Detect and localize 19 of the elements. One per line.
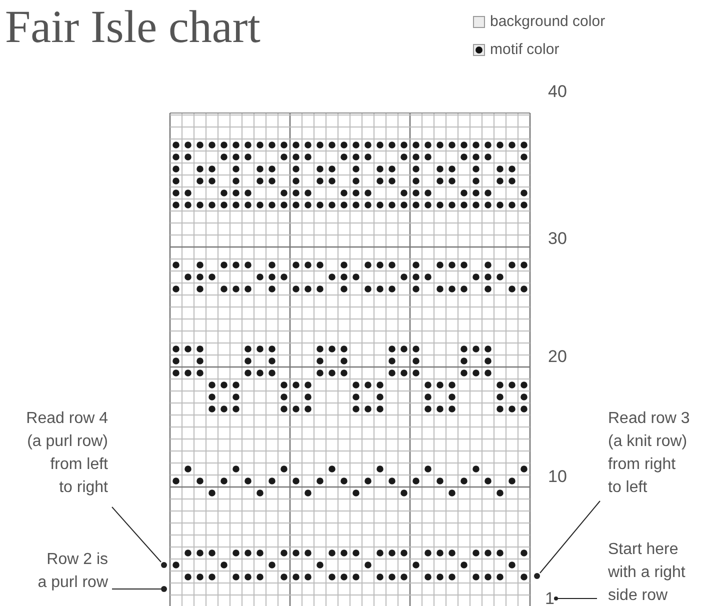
title: Fair Isle chart — [5, 2, 260, 52]
end-dot — [161, 562, 167, 568]
row-number: 1 — [545, 591, 556, 606]
row-number: 20 — [548, 347, 567, 367]
leader-line — [554, 596, 598, 600]
annotation-text: Read row 4 (a purl row) from left to right — [25, 409, 108, 498]
leader-line — [112, 588, 162, 590]
end-dot — [534, 573, 540, 579]
end-dot — [161, 586, 167, 592]
row-number: 10 — [548, 467, 567, 487]
annotation-text: Row 2 is a purl row — [36, 550, 108, 593]
legend-text: motif color — [490, 40, 560, 60]
row-number: 40 — [548, 82, 567, 102]
row-number: 30 — [548, 229, 567, 249]
leader-line — [112, 506, 162, 562]
annotation-text: Start here with a right side row — [608, 540, 686, 606]
leader-line — [540, 500, 600, 574]
legend-text: background color — [490, 12, 606, 32]
annotation-text: Read row 3 (a knit row) from right to left — [608, 409, 691, 498]
